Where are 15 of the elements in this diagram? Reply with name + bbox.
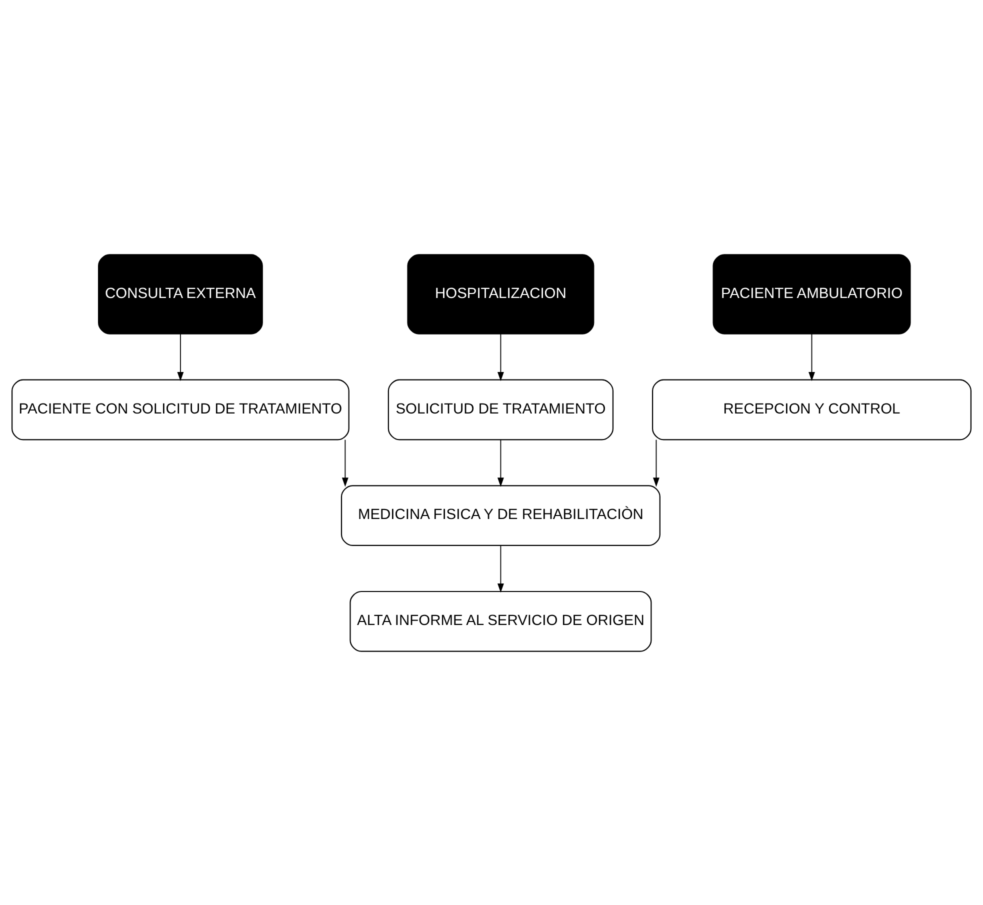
node-box: ALTA INFORME AL SERVICIO DE ORIGEN <box>350 590 652 652</box>
arrow <box>497 438 504 486</box>
arrow <box>653 438 660 486</box>
arrow <box>342 438 348 486</box>
arrow <box>177 333 184 381</box>
arrow <box>808 333 815 381</box>
node-box: PACIENTE CON SOLICITUD DE TRATAMIENTO <box>11 378 350 440</box>
node-box: RECEPCION Y CONTROL <box>652 378 972 440</box>
arrow <box>497 544 504 592</box>
node-box: MEDICINA FISICA Y DE REHABILITACIÒN <box>340 484 660 546</box>
node-box: PACIENTE AMBULATORIO <box>712 254 911 334</box>
arrow <box>497 333 504 381</box>
node-box: SOLICITUD DE TRATAMIENTO <box>388 378 614 440</box>
node-box: HOSPITALIZACION <box>407 254 594 334</box>
node-box: CONSULTA EXTERNA <box>98 254 263 334</box>
